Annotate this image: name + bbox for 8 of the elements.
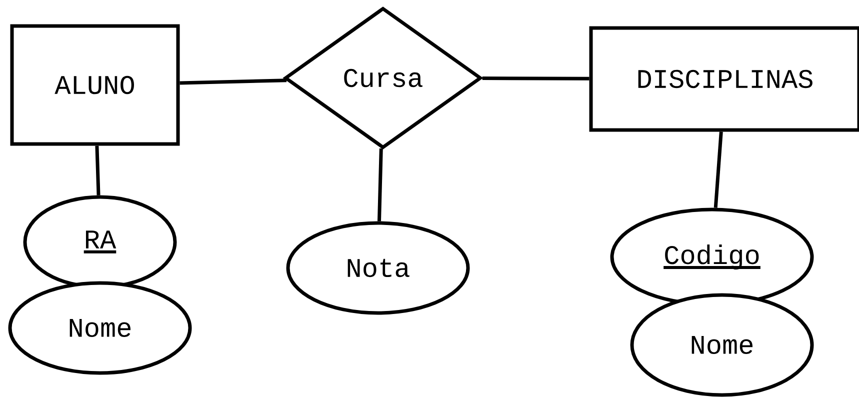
connector-line (482, 76, 590, 80)
connector-line (180, 78, 287, 85)
connector-line (377, 148, 383, 222)
connector-line (95, 146, 100, 196)
connector-line (714, 132, 723, 208)
entity-box: ALUNO (10, 24, 180, 146)
entity-box: DISCIPLINAS (589, 26, 859, 132)
node-label: Nome (692, 336, 753, 354)
